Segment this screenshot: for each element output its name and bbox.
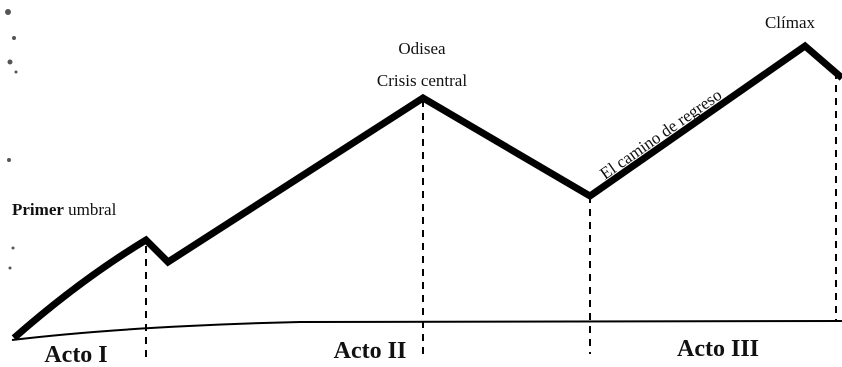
label-primer-bold: Primer — [12, 200, 64, 219]
scan-artifacts — [5, 9, 18, 270]
time-axis — [11, 320, 842, 341]
story-arc-line — [11, 41, 842, 341]
label-act-2: Acto II — [334, 338, 407, 364]
label-camino-regreso: El camino de regreso — [596, 85, 725, 183]
label-primer-umbral: Primer umbral — [12, 200, 117, 219]
label-umbral: umbral — [64, 200, 117, 219]
label-act-1: Acto I — [44, 342, 107, 367]
label-odisea: Odisea — [398, 39, 446, 58]
label-climax: Clímax — [765, 13, 816, 32]
label-crisis-central: Crisis central — [377, 71, 467, 90]
label-act-3: Acto III — [677, 336, 759, 362]
